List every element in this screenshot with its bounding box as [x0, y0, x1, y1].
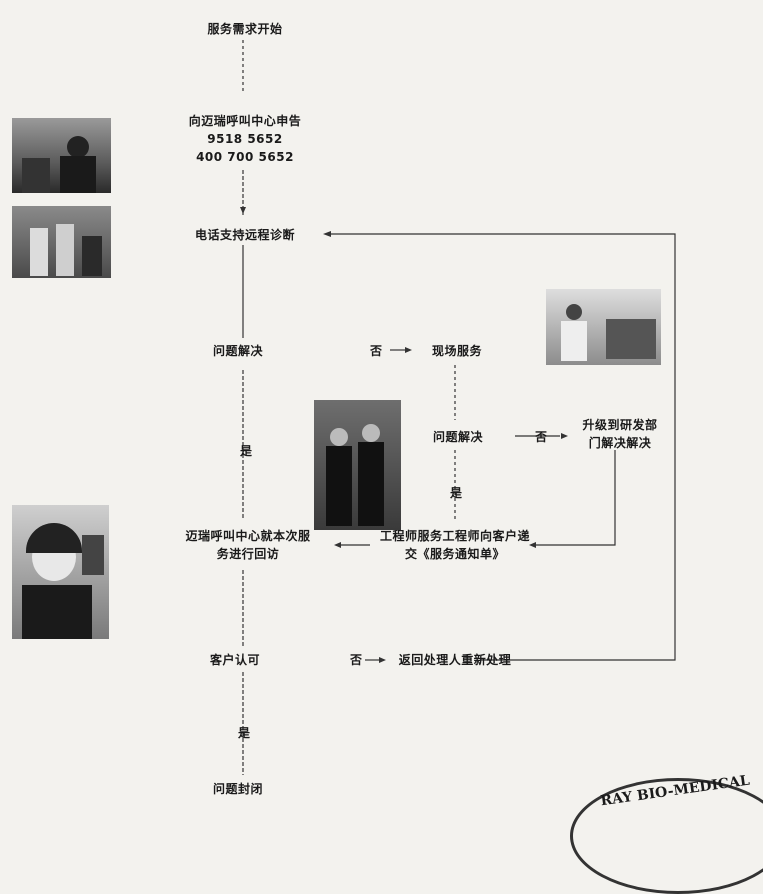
onsite-service-text: 现场服务: [431, 344, 482, 358]
problem-solved-text-2: 问题解决: [432, 430, 483, 444]
label-no-1: 否: [370, 344, 383, 358]
problem-closed-node: 问题封闭: [198, 780, 278, 798]
escalate-text-2: 门解决解决: [588, 436, 652, 450]
flowchart-connectors: [240, 40, 676, 775]
submit-notice-node: 工程师服务工程师向客户递 交《服务通知单》: [375, 527, 535, 563]
problem-solved-node-1: 问题解决: [198, 342, 278, 360]
callback-text-1: 迈瑞呼叫中心就本次服: [185, 529, 311, 543]
escalate-node: 升级到研发部 门解决解决: [565, 416, 675, 452]
photo-engineers-walking: [314, 400, 401, 530]
photo-call-center-staff: [12, 118, 111, 193]
customer-confirm-text: 客户认可: [209, 653, 260, 667]
start-node: 服务需求开始: [190, 20, 300, 38]
problem-closed-text: 问题封闭: [212, 782, 263, 796]
start-text: 服务需求开始: [207, 22, 283, 36]
label-no-3: 否: [350, 653, 363, 667]
photo-onsite-service: [546, 289, 661, 365]
return-process-node: 返回处理人重新处理: [385, 651, 525, 669]
call-center-text: 向迈瑞呼叫中心申告: [188, 114, 302, 128]
photo-support-team: [12, 206, 111, 278]
label-no-2: 否: [535, 430, 548, 444]
return-process-text: 返回处理人重新处理: [398, 653, 512, 667]
customer-confirm-node: 客户认可: [195, 651, 275, 669]
label-yes-3: 是: [238, 726, 251, 740]
problem-solved-node-2: 问题解决: [418, 428, 498, 446]
callback-node: 迈瑞呼叫中心就本次服 务进行回访: [168, 527, 328, 563]
remote-diagnosis-node: 电话支持远程诊断: [170, 226, 320, 244]
photo-operator-headset: [12, 505, 109, 639]
label-yes-2: 是: [450, 486, 463, 500]
call-center-node: 向迈瑞呼叫中心申告 9518 5652 400 700 5652: [165, 112, 325, 166]
callback-text-2: 务进行回访: [216, 547, 280, 561]
submit-notice-text-1: 工程师服务工程师向客户递: [379, 529, 530, 543]
label-yes-1: 是: [240, 444, 253, 458]
submit-notice-text-2: 交《服务通知单》: [404, 547, 505, 561]
escalate-text-1: 升级到研发部: [582, 418, 658, 432]
call-center-phone-1: 9518 5652: [207, 132, 283, 146]
call-center-phone-2: 400 700 5652: [196, 150, 294, 164]
onsite-service-node: 现场服务: [412, 342, 502, 360]
remote-diagnosis-text: 电话支持远程诊断: [194, 228, 295, 242]
problem-solved-text-1: 问题解决: [212, 344, 263, 358]
